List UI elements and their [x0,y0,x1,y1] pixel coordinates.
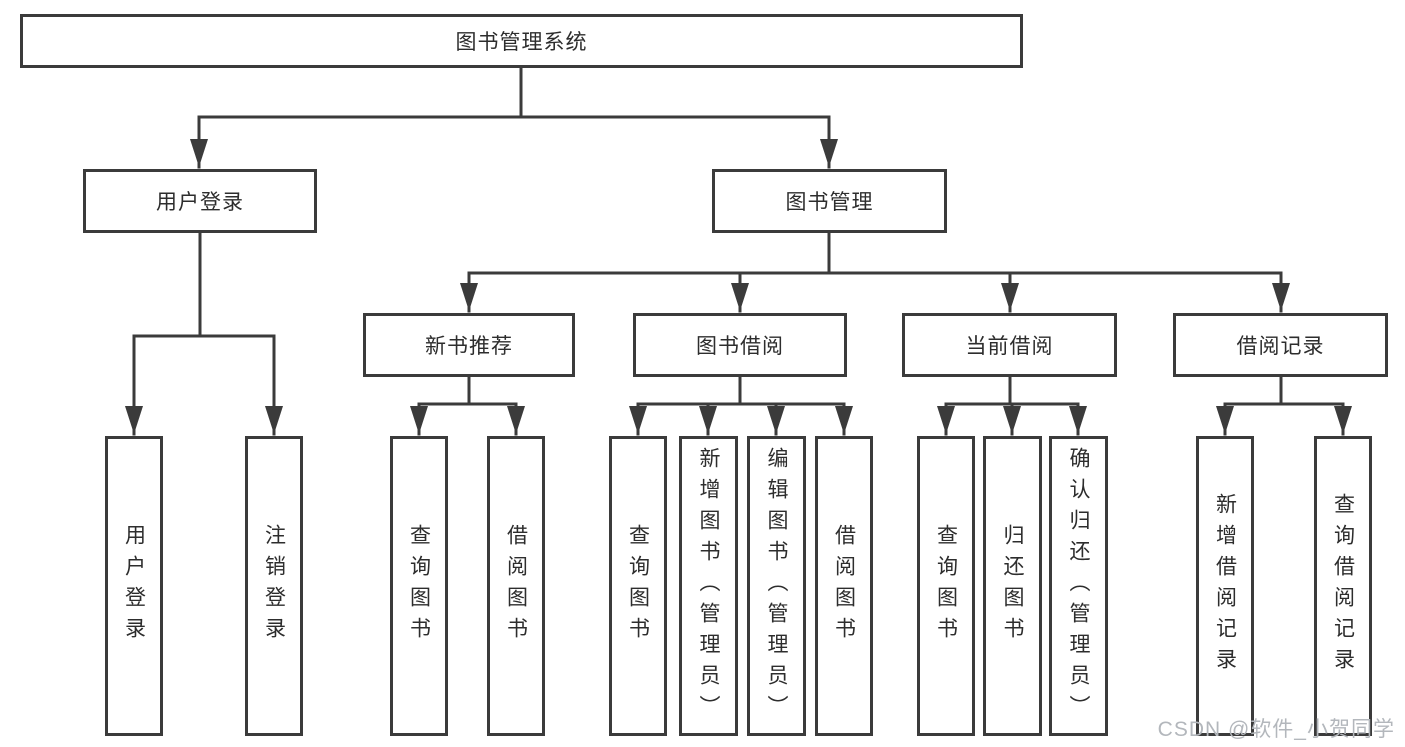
leaf-records-query-record: 查询借阅记录 [1314,436,1372,736]
leaf-recommend-query-books-label: 查询图书 [407,524,431,648]
leaf-borrowing-add-books-admin-label: 新增图书（管理员） [697,446,720,726]
leaf-borrowing-edit-books-admin-label: 编辑图书（管理员） [765,446,788,726]
node-borrowing-records-label: 借阅记录 [1236,335,1325,358]
leaf-records-query-record-label: 查询借阅记录 [1331,493,1355,679]
leaf-current-confirm-return-admin: 确认归还（管理员） [1049,436,1108,736]
node-book-borrowing-label: 图书借阅 [696,335,784,358]
leaf-user-login-label: 用户登录 [122,524,146,648]
leaf-logout-label: 注销登录 [262,524,286,648]
leaf-records-add-record: 新增借阅记录 [1196,436,1254,736]
leaf-current-query-books: 查询图书 [917,436,975,736]
leaf-recommend-borrow-books: 借阅图书 [487,436,545,736]
leaf-borrowing-query-books: 查询图书 [609,436,667,736]
leaf-records-add-record-label: 新增借阅记录 [1213,493,1237,679]
leaf-recommend-borrow-books-label: 借阅图书 [504,524,528,648]
leaf-current-return-books-label: 归还图书 [1001,524,1024,648]
node-library-system: 图书管理系统 [20,14,1023,68]
node-new-book-recommend: 新书推荐 [363,313,575,377]
leaf-borrowing-borrow-books: 借阅图书 [815,436,873,736]
leaf-borrowing-edit-books-admin: 编辑图书（管理员） [747,436,806,736]
leaf-recommend-query-books: 查询图书 [390,436,448,736]
csdn-watermark: CSDN @软件_小贺同学 [1157,718,1395,741]
leaf-current-return-books: 归还图书 [983,436,1042,736]
leaf-current-query-books-label: 查询图书 [934,524,958,648]
leaf-borrowing-query-books-label: 查询图书 [626,524,650,648]
leaf-logout: 注销登录 [245,436,303,736]
node-library-system-label: 图书管理系统 [455,31,588,54]
leaf-borrowing-add-books-admin: 新增图书（管理员） [679,436,738,736]
node-current-borrowing: 当前借阅 [902,313,1117,377]
node-borrowing-records: 借阅记录 [1173,313,1388,377]
leaf-current-confirm-return-admin-label: 确认归还（管理员） [1067,446,1090,726]
leaf-borrowing-borrow-books-label: 借阅图书 [832,524,856,648]
node-new-book-recommend-label: 新书推荐 [425,335,513,358]
node-book-management-branch: 图书管理 [712,169,947,233]
node-book-borrowing: 图书借阅 [633,313,847,377]
leaf-user-login: 用户登录 [105,436,163,736]
node-user-login-branch: 用户登录 [83,169,317,233]
node-book-management-branch-label: 图书管理 [785,191,874,214]
node-user-login-branch-label: 用户登录 [156,191,244,214]
node-current-borrowing-label: 当前借阅 [965,335,1054,358]
